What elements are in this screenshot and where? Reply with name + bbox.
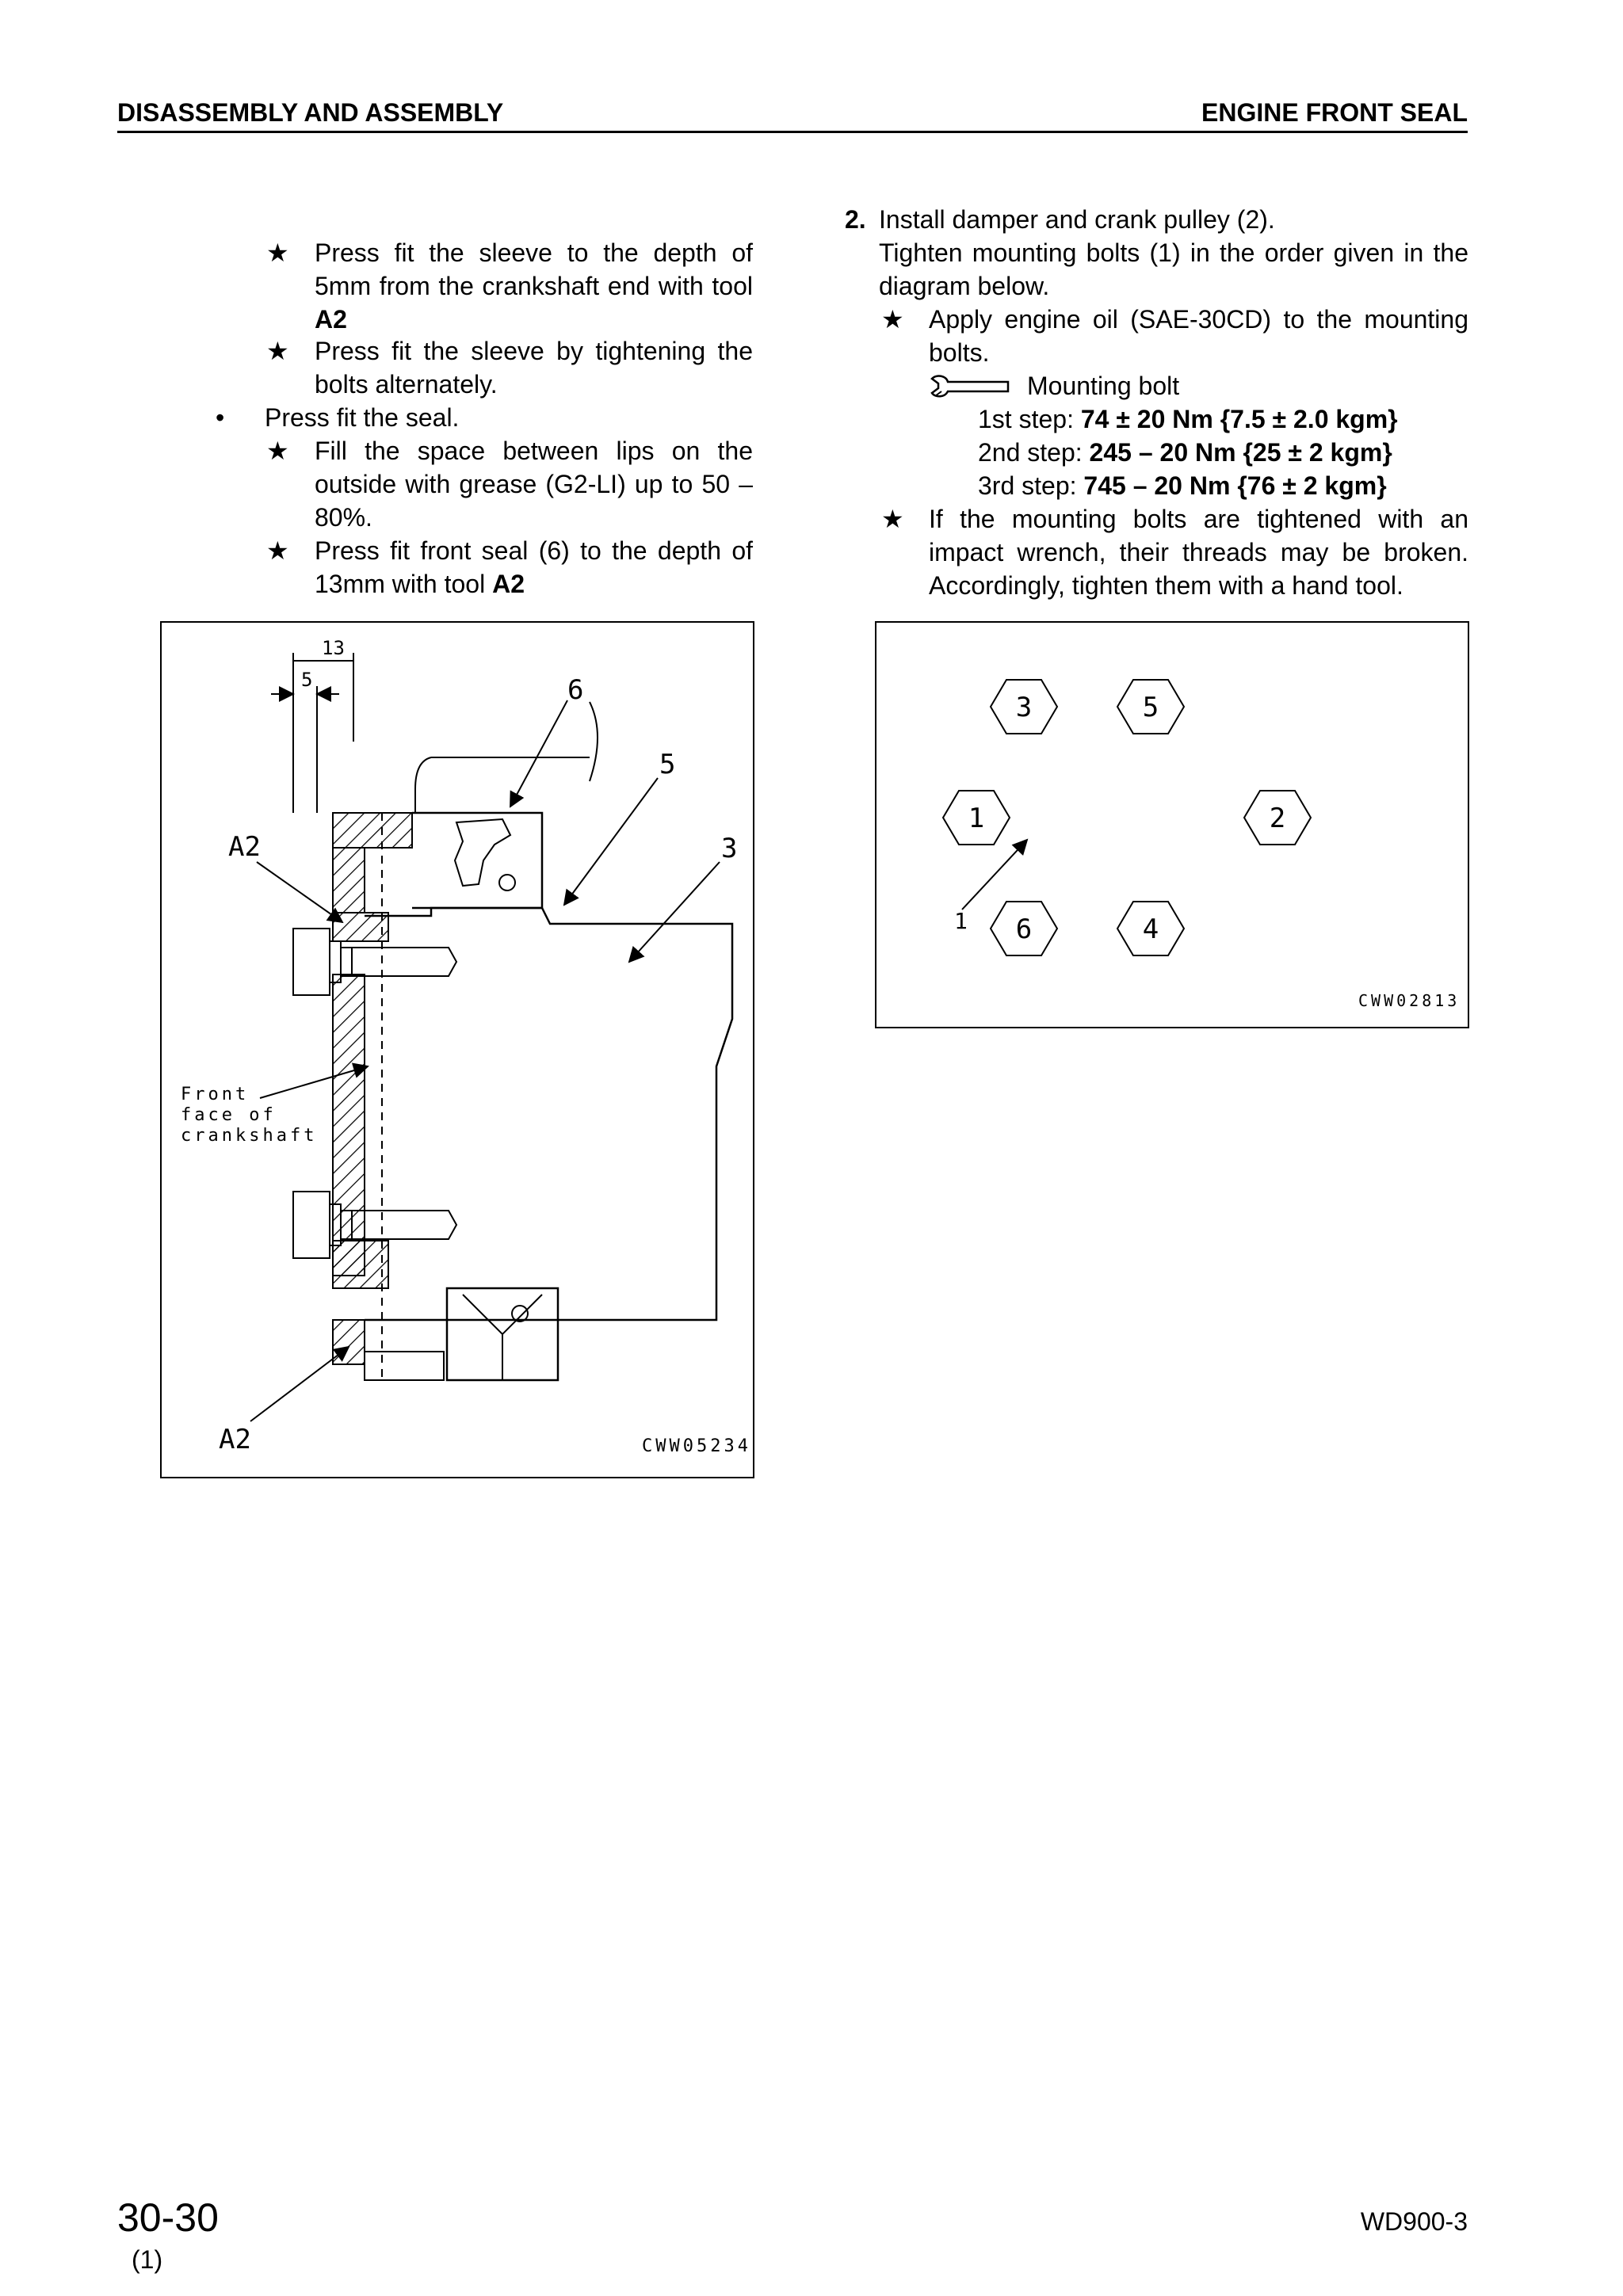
header-rule — [117, 131, 1468, 133]
torque-label: Mounting bolt — [1027, 372, 1180, 400]
torque-step-value: 745 – 20 Nm {76 ± 2 kgm} — [1083, 471, 1387, 500]
star-icon: ★ — [881, 305, 904, 334]
instruction-item: Fill the space between lips on the outsi… — [315, 437, 753, 532]
bolt-number: 6 — [1016, 913, 1032, 945]
step-note: Apply engine oil (SAE-30CD) to the mount… — [929, 305, 1468, 367]
page-title: ENGINE FRONT SEAL — [1201, 98, 1468, 127]
annotation-text: crankshaft — [181, 1126, 317, 1146]
step-note: If the mounting bolts are tightened with… — [929, 505, 1468, 600]
part-label: 6 — [567, 674, 583, 706]
bolt-hex: 6 — [989, 901, 1059, 956]
dimension-label: 13 — [322, 637, 345, 659]
torque-step-label: 2nd step: — [978, 438, 1083, 467]
bolt-hex: 2 — [1243, 790, 1312, 845]
bolt-hex: 3 — [989, 679, 1059, 734]
star-icon: ★ — [266, 337, 289, 365]
part-label: 5 — [659, 749, 675, 780]
step-number: 2. — [845, 205, 866, 234]
bolt-number: 1 — [968, 803, 984, 834]
tool-label: A2 — [219, 1424, 251, 1455]
model-number: WD900-3 — [1360, 2207, 1468, 2236]
torque-step-label: 3rd step: — [978, 471, 1077, 500]
torque-step: 1st step: 74 ± 20 Nm {7.5 ± 2.0 kgm} — [978, 402, 1398, 436]
bolt-hex: 5 — [1116, 679, 1186, 734]
revision-number: (1) — [132, 2245, 163, 2274]
bolt-order-diagram: 3 5 1 2 6 4 1 CWW02813 — [875, 621, 1469, 1028]
figure-code: CWW02813 — [1358, 991, 1460, 1010]
figure-code: CWW05234 — [642, 1436, 751, 1456]
torque-step-value: 74 ± 20 Nm {7.5 ± 2.0 kgm} — [1080, 405, 1398, 433]
instruction-text: Press fit the sleeve to the depth of 5mm… — [315, 238, 753, 300]
tool-label: A2 — [228, 831, 261, 863]
dimension-label: 5 — [301, 669, 312, 691]
wrench-icon — [930, 375, 1010, 398]
instruction-item: Press fit the sleeve to the depth of 5mm… — [315, 236, 753, 336]
part-label: 3 — [721, 833, 737, 864]
page-number: 30-30 — [117, 2195, 219, 2240]
annotation-text: Front — [181, 1085, 249, 1104]
instruction-item: Press fit front seal (6) to the depth of… — [315, 534, 753, 601]
step-title: Install damper and crank pulley (2). — [879, 205, 1275, 234]
bolt-number: 3 — [1016, 692, 1032, 723]
torque-step: 2nd step: 245 – 20 Nm {25 ± 2 kgm} — [978, 436, 1392, 469]
section-title: DISASSEMBLY AND ASSEMBLY — [117, 98, 504, 127]
bolt-number: 5 — [1143, 692, 1159, 723]
torque-step-value: 245 – 20 Nm {25 ± 2 kgm} — [1089, 438, 1392, 467]
instruction-text: Press fit front seal (6) to the depth of… — [315, 536, 753, 598]
tool-code: A2 — [492, 570, 525, 598]
annotation-text: face of — [181, 1105, 277, 1125]
bullet-item: Press fit the seal. — [265, 403, 460, 432]
tool-code: A2 — [315, 305, 347, 334]
bolt-number: 2 — [1270, 803, 1285, 834]
torque-step-label: 1st step: — [978, 405, 1074, 433]
step-body: Tighten mounting bolts (1) in the order … — [879, 238, 1468, 300]
star-icon: ★ — [266, 238, 289, 267]
star-icon: ★ — [266, 437, 289, 465]
bolt-number: 4 — [1143, 913, 1159, 945]
pointer-label: 1 — [954, 908, 968, 934]
star-icon: ★ — [881, 505, 904, 533]
instruction-item: Press fit the sleeve by tightening the b… — [315, 337, 753, 399]
bolt-hex: 1 — [941, 790, 1011, 845]
seal-installation-diagram: 13 5 A2 — [160, 621, 754, 1478]
star-icon: ★ — [266, 536, 289, 565]
bolt-hex: 4 — [1116, 901, 1186, 956]
bullet-dot: • — [216, 403, 225, 432]
torque-step: 3rd step: 745 – 20 Nm {76 ± 2 kgm} — [978, 469, 1387, 502]
